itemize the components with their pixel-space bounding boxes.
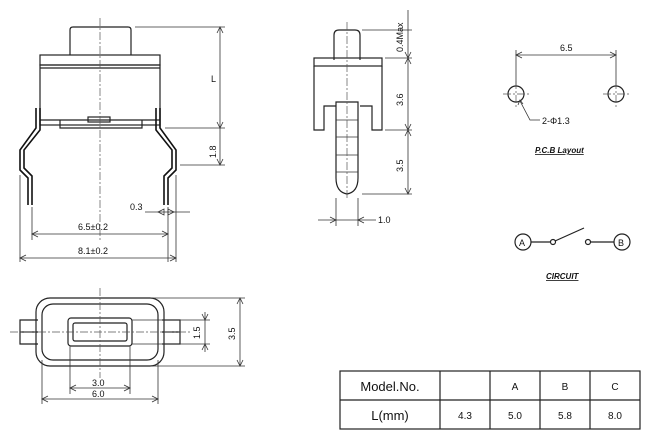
model-table: Model.No. A B C L(mm) 4.3 5.0 5.8 8.0	[339, 370, 641, 430]
pcb-pitch-label: 6.5	[560, 43, 573, 53]
circuit-terminal-a-label: A	[519, 238, 525, 248]
dim-body-height-label: 3.6	[395, 93, 405, 106]
pcb-layout: 6.5 2-Φ1.3 P.C.B Layout	[503, 43, 629, 155]
dim-lead-length-label: 1.8	[208, 145, 218, 158]
dim-key-width-label: 1.5	[192, 326, 202, 339]
dim-terminal-label: 3.5	[395, 159, 405, 172]
top-view: 1.5 3.5 3.0 6.0	[10, 288, 245, 404]
table-cell-l-a: 5.0	[508, 411, 522, 422]
table-cell-l-standard: 4.3	[458, 411, 472, 422]
table-row-label: L(mm)	[371, 408, 409, 423]
table-cell-l-c: 8.0	[608, 411, 622, 422]
pcb-layout-title: P.C.B Layout	[535, 146, 584, 155]
table-header-c: C	[611, 382, 618, 393]
table-header-model: Model.No.	[360, 379, 419, 394]
dim-L-label: L	[211, 74, 216, 84]
circuit: A B CIRCUIT	[514, 227, 631, 281]
dim-pitch-label: 6.5±0.2	[78, 222, 108, 232]
dim-thickness-label: 1.0	[378, 215, 391, 225]
circuit-terminal-b	[613, 233, 631, 251]
dim-plunger-max-label: 0.4Max	[395, 22, 405, 52]
dim-body-length-label: 6.0	[92, 389, 105, 399]
front-view: L 1.8 0.3 6.5±0.2 8.1±0.2	[19, 18, 225, 262]
side-body	[313, 66, 383, 131]
dim-key-length-label: 3.0	[92, 378, 105, 388]
side-body-top	[313, 57, 383, 67]
table-cell-l-b: 5.8	[558, 411, 572, 422]
table-header-a: A	[512, 382, 519, 393]
front-left-lead	[19, 108, 37, 205]
dim-lead-width-label: 0.3	[130, 202, 143, 212]
circuit-terminal-b-label: B	[618, 238, 624, 248]
circuit-switch-contact	[554, 227, 585, 242]
dim-overall-width-label: 8.1±0.2	[78, 246, 108, 256]
side-view: 0.4Max 3.6 3.5 1.0	[313, 10, 412, 226]
front-right-lead	[159, 108, 177, 205]
dim-body-depth-label: 3.5	[227, 327, 237, 340]
circuit-title: CIRCUIT	[546, 272, 580, 281]
pcb-hole-note: 2-Φ1.3	[542, 116, 570, 126]
table-header-b: B	[562, 382, 569, 393]
front-plunger	[69, 26, 132, 55]
